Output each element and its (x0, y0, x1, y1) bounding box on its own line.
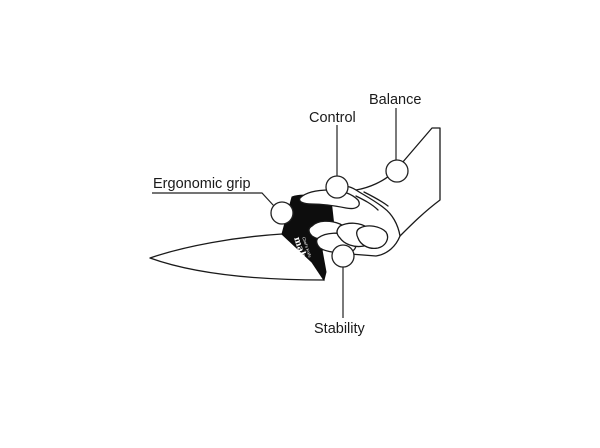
callout-control: Control (309, 110, 356, 199)
knife-brand-sub: Chef's Knife (301, 236, 313, 259)
callout-marker-stability (331, 244, 355, 268)
callout-label-balance: Balance (369, 92, 421, 108)
knuckle-lines (355, 191, 389, 211)
callout-label-control: Control (309, 110, 356, 126)
callout-marker-ergonomic-grip (270, 201, 294, 225)
leader-line-ergonomic-grip (152, 192, 275, 207)
callout-ergonomic-grip: Ergonomic grip (152, 176, 294, 225)
callout-marker-control (325, 175, 349, 199)
callout-balance: Balance (369, 92, 421, 183)
callout-marker-balance (385, 159, 409, 183)
callout-label-ergonomic-grip: Ergonomic grip (153, 176, 251, 192)
callout-stability: Stability (314, 244, 366, 337)
callout-label-stability: Stability (314, 321, 366, 337)
little-finger (356, 225, 389, 250)
